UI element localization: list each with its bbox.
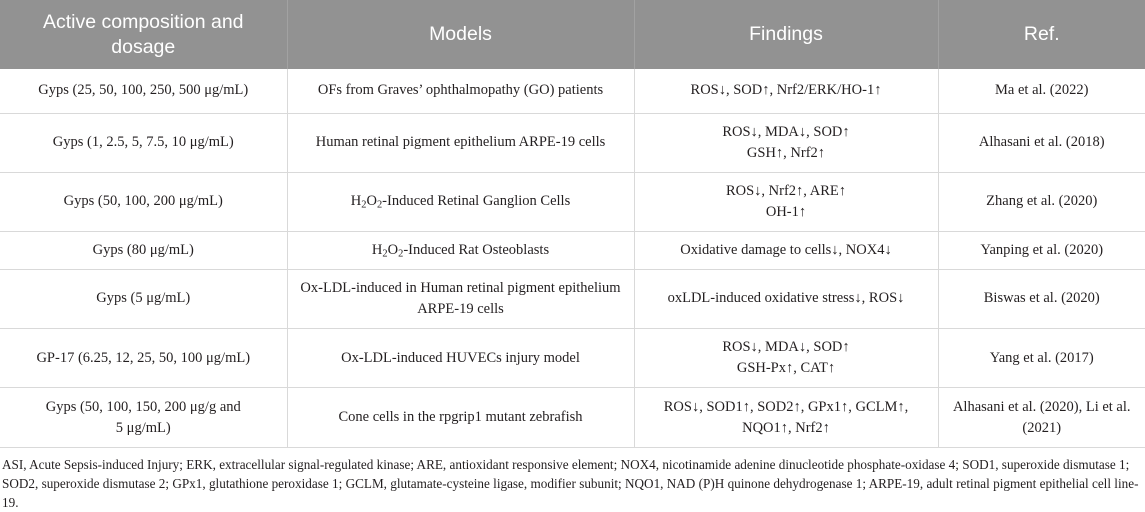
table-body: Gyps (25, 50, 100, 250, 500 μg/mL) OFs f… <box>0 69 1145 449</box>
table-footnote: ASI, Acute Sepsis-induced Injury; ERK, e… <box>2 457 1139 510</box>
table-row: Gyps (50, 100, 150, 200 μg/g and 5 μg/mL… <box>0 387 1145 449</box>
cell-ref: Alhasani et al. (2018) <box>938 113 1145 173</box>
model-formula-sub2: 2 <box>398 247 404 259</box>
model-formula-o: O <box>387 241 399 258</box>
cell-ref: Ma et al. (2022) <box>938 69 1145 114</box>
column-header-active-composition: Active composition and dosage <box>0 0 288 69</box>
table-row: Gyps (80 μg/mL) H2O2-Induced Rat Osteobl… <box>0 231 1145 270</box>
cell-composition: Gyps (50, 100, 150, 200 μg/g and 5 μg/mL… <box>0 387 288 449</box>
column-header-findings: Findings <box>634 0 939 69</box>
cell-ref: Biswas et al. (2020) <box>938 269 1145 330</box>
composition-line-2: 5 μg/mL) <box>115 419 171 436</box>
cell-ref: Zhang et al. (2020) <box>938 172 1145 232</box>
cell-findings: ROS↓, SOD↑, Nrf2/ERK/HO-1↑ <box>634 69 939 114</box>
findings-line-2: NQO1↑, Nrf2↑ <box>742 419 830 436</box>
model-formula-sub2: 2 <box>376 199 383 211</box>
cell-composition: Gyps (25, 50, 100, 250, 500 μg/mL) <box>0 69 288 114</box>
cell-model: Human retinal pigment epithelium ARPE-19… <box>287 113 635 173</box>
model-formula-suffix: -Induced Rat Osteoblasts <box>403 241 550 258</box>
cell-findings: ROS↓, MDA↓, SOD↑ GSH-Px↑, CAT↑ <box>634 328 939 389</box>
findings-line-2: GSH-Px↑, CAT↑ <box>736 360 836 377</box>
cell-ref: Yang et al. (2017) <box>938 328 1145 389</box>
column-header-models: Models <box>287 0 635 69</box>
table-row: Gyps (50, 100, 200 μg/mL) H2O2-Induced R… <box>0 172 1145 232</box>
findings-line-1: ROS↓, MDA↓, SOD↑ <box>722 339 850 355</box>
model-formula-sub1: 2 <box>361 199 367 211</box>
findings-line-1: ROS↓, SOD1↑, SOD2↑, GPx1↑, GCLM↑, <box>663 398 909 415</box>
table-row: Gyps (25, 50, 100, 250, 500 μg/mL) OFs f… <box>0 69 1145 114</box>
cell-model: Ox-LDL-induced HUVECs injury model <box>287 328 635 389</box>
cell-model: H2O2-Induced Retinal Ganglion Cells <box>287 172 635 232</box>
model-formula-sub1: 2 <box>382 247 388 259</box>
cell-findings: Oxidative damage to cells↓, NOX4↓ <box>634 231 939 270</box>
cell-ref: Alhasani et al. (2020), Li et al. (2021) <box>938 387 1145 449</box>
composition-line-1: Gyps (50, 100, 150, 200 μg/g and <box>45 398 241 415</box>
model-formula-o: O <box>366 192 377 209</box>
table-row: Gyps (1, 2.5, 5, 7.5, 10 μg/mL) Human re… <box>0 113 1145 173</box>
findings-line-2: OH-1↑ <box>765 203 807 220</box>
cell-findings: oxLDL-induced oxidative stress↓, ROS↓ <box>634 269 939 330</box>
model-formula-h: H <box>350 192 362 209</box>
findings-line-1: ROS↓, MDA↓, SOD↑ <box>722 123 850 140</box>
table-header: Active composition and dosage Models Fin… <box>0 0 1145 69</box>
cell-ref: Yanping et al. (2020) <box>938 231 1145 270</box>
cell-composition: Gyps (50, 100, 200 μg/mL) <box>0 172 288 232</box>
findings-line-1: ROS↓, Nrf2↑, ARE↑ <box>725 182 847 199</box>
cell-findings: ROS↓, SOD1↑, SOD2↑, GPx1↑, GCLM↑, NQO1↑,… <box>634 387 939 449</box>
findings-line-2: GSH↑, Nrf2↑ <box>746 144 826 161</box>
cell-composition: Gyps (1, 2.5, 5, 7.5, 10 μg/mL) <box>0 113 288 173</box>
cell-composition: Gyps (5 μg/mL) <box>0 269 288 330</box>
model-formula-h: H <box>371 241 383 258</box>
model-line-2: ARPE-19 cells <box>417 300 504 317</box>
column-header-ref: Ref. <box>938 0 1145 69</box>
cell-composition: GP-17 (6.25, 12, 25, 50, 100 μg/mL) <box>0 328 288 389</box>
model-formula-suffix: -Induced Retinal Ganglion Cells <box>382 192 571 209</box>
model-line-1: Ox-LDL-induced in Human retinal pigment … <box>300 279 621 296</box>
table-row: Gyps (5 μg/mL) Ox-LDL-induced in Human r… <box>0 269 1145 330</box>
cell-model: OFs from Graves’ ophthalmopathy (GO) pat… <box>287 69 635 114</box>
cell-findings: ROS↓, Nrf2↑, ARE↑ OH-1↑ <box>634 172 939 232</box>
active-composition-findings-table: Active composition and dosage Models Fin… <box>0 0 1145 449</box>
cell-model: Cone cells in the rpgrip1 mutant zebrafi… <box>287 387 635 449</box>
table-row: GP-17 (6.25, 12, 25, 50, 100 μg/mL) Ox-L… <box>0 328 1145 389</box>
cell-model: Ox-LDL-induced in Human retinal pigment … <box>287 269 635 330</box>
header-row: Active composition and dosage Models Fin… <box>0 0 1145 69</box>
cell-findings: ROS↓, MDA↓, SOD↑ GSH↑, Nrf2↑ <box>634 113 939 173</box>
cell-model: H2O2-Induced Rat Osteoblasts <box>287 231 635 270</box>
cell-composition: Gyps (80 μg/mL) <box>0 231 288 270</box>
